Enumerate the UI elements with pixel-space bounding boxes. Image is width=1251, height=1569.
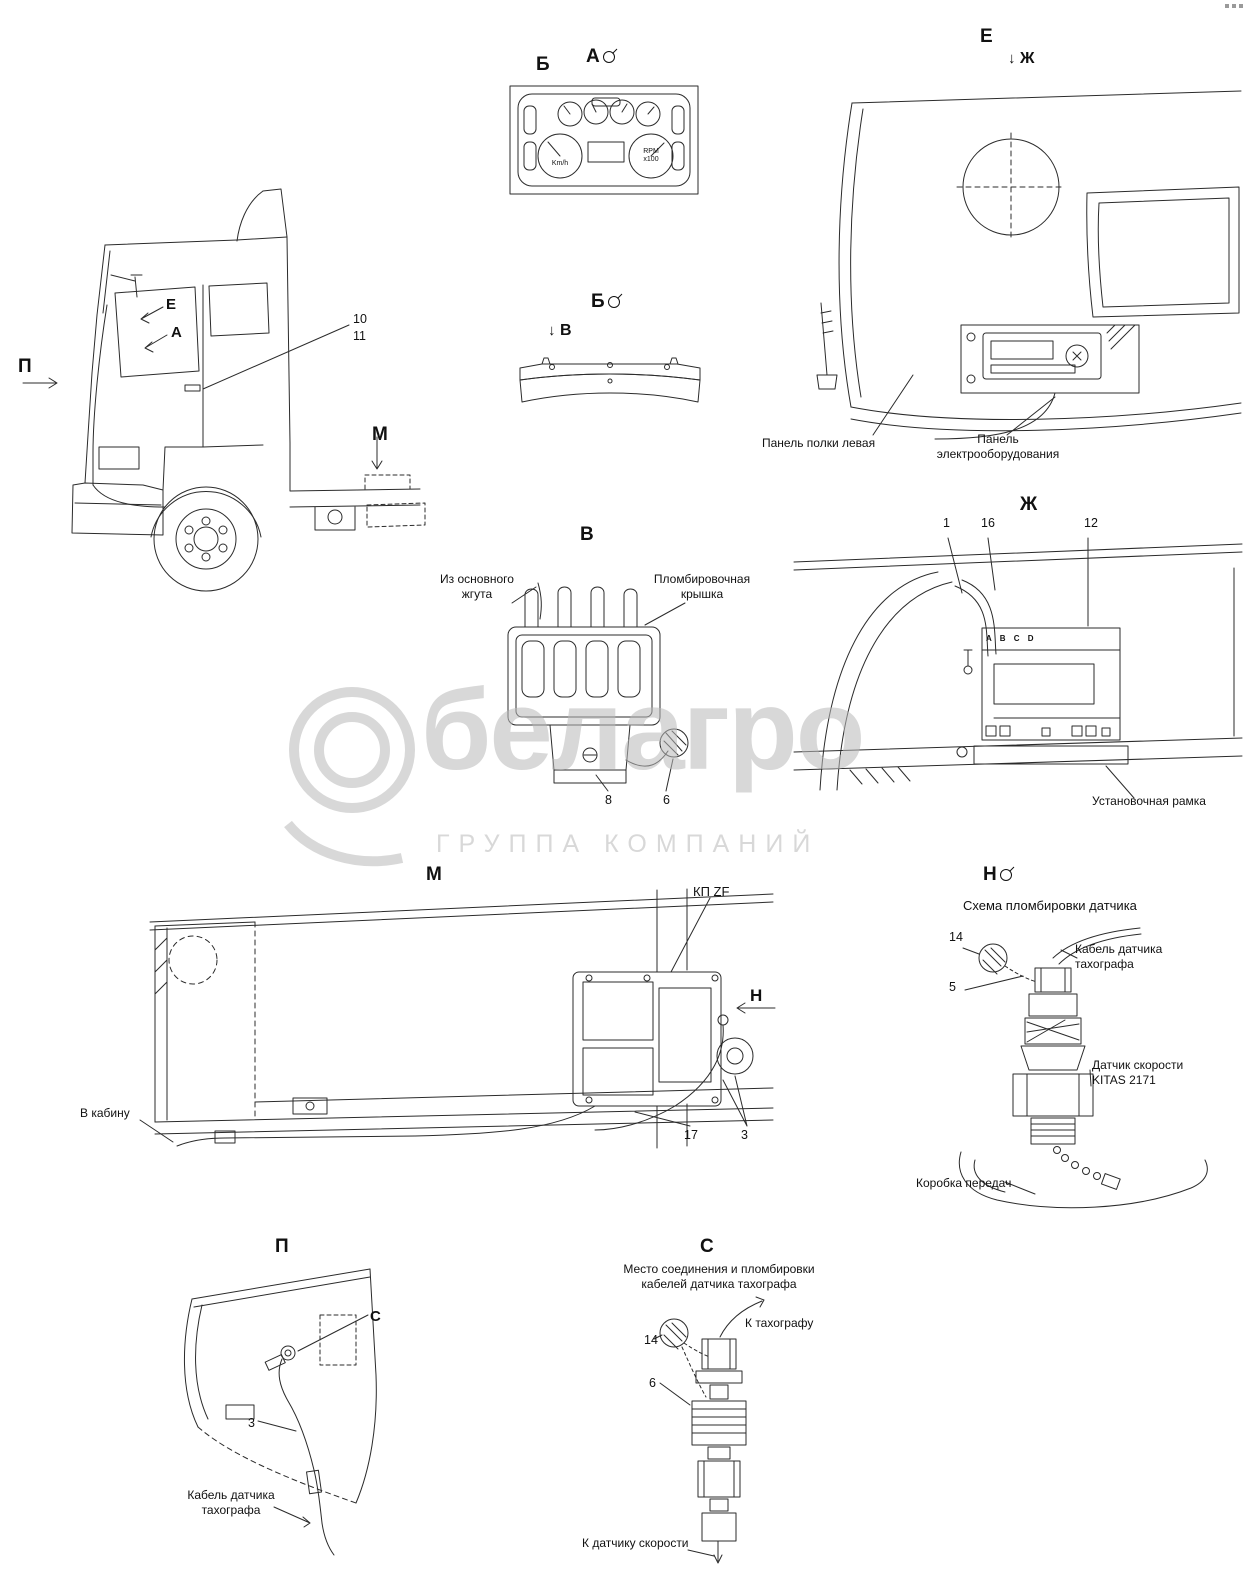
view-direction-icon: [999, 866, 1015, 888]
cable-connectors-icon: [653, 1296, 765, 1564]
cab-label-e: Е: [166, 296, 177, 313]
shelf-panel-label: Панель полки левая: [762, 436, 876, 450]
view-title-b: Б: [536, 54, 550, 75]
to-speed-sensor-label: К датчику скорости: [582, 1536, 689, 1550]
callout-16: 16: [981, 516, 995, 530]
tachometer-unit: RPM x100: [639, 148, 663, 163]
sensor-cable-label-line1: Кабель датчика: [1075, 942, 1163, 956]
view-title-zh: Ж: [1020, 494, 1038, 515]
cab-underside-icon: [184, 1268, 377, 1556]
tachometer-unit-line1: RPM: [643, 148, 659, 155]
sensor-cable-label: Кабель датчика тахографа: [1075, 942, 1175, 972]
direction-label-p: П: [18, 356, 32, 377]
connection-subtitle: Место соединения и пломбировки кабелей д…: [614, 1262, 824, 1292]
view-title-a-letter: А: [586, 46, 600, 67]
electro-panel-label-line2: электрооборудования: [936, 447, 1060, 461]
connection-subtitle-line1: Место соединения и пломбировки: [623, 1262, 815, 1276]
speed-sensor-label: Датчик скорости KITAS 2171: [1092, 1058, 1197, 1088]
speedometer-unit: Km/h: [551, 160, 569, 167]
view-title-e: Е: [980, 26, 993, 47]
harness-label: Из основного жгута: [432, 572, 522, 602]
view-title-a: А: [586, 46, 618, 70]
speed-sensor-label-line1: Датчик скорости: [1092, 1058, 1184, 1072]
callout-6b: 6: [649, 1376, 656, 1390]
callout-6: 6: [663, 793, 670, 807]
callout-10: 10: [353, 312, 367, 326]
tachograph-abcd-label: A B C D: [986, 634, 1037, 643]
speed-sensor-label-line2: KITAS 2171: [1092, 1073, 1156, 1087]
instrument-cluster-icon: [509, 85, 699, 195]
sensor-sealing-subtitle: Схема пломбировки датчика: [963, 898, 1137, 913]
down-arrow-icon: ↓: [548, 322, 556, 339]
down-arrow-icon: ↓: [1008, 50, 1016, 67]
to-tachograph-label: К тахографу: [745, 1316, 814, 1330]
cab-label-a: А: [171, 324, 182, 341]
tacho-cable-label-line1: Кабель датчика: [187, 1488, 275, 1502]
chassis-gearbox-icon: [139, 888, 776, 1149]
callout-14b: 14: [644, 1333, 658, 1347]
sealing-cover-label-line2: крышка: [680, 587, 724, 601]
sealing-cover-label: Пломбировочная крышка: [646, 572, 758, 602]
tacho-cable-label: Кабель датчика тахографа: [183, 1488, 279, 1518]
cab-interior-corner-icon: [816, 90, 1242, 440]
electro-panel-label: Панель электрооборудования: [928, 432, 1068, 462]
gearbox-zf-label: КП ZF: [693, 884, 730, 899]
truck-cab-side-icon: [22, 188, 426, 592]
direction-label-n: Н: [750, 986, 763, 1005]
view-direction-icon: [607, 293, 623, 315]
gearbox-label: Коробка передач: [916, 1176, 1012, 1190]
callout-11: 11: [353, 329, 366, 343]
callout-5: 5: [949, 980, 956, 994]
callout-12: 12: [1084, 516, 1098, 530]
view-title-n: Н: [983, 864, 1015, 888]
connection-subtitle-line2: кабелей датчика тахографа: [641, 1277, 797, 1291]
direction-label-v: ↓ В: [548, 322, 572, 340]
view-title-panel-b-letter: Б: [591, 291, 605, 312]
callout-3: 3: [741, 1128, 748, 1142]
connector-block-icon: [507, 582, 689, 792]
tacho-cable-label-line2: тахографа: [201, 1503, 261, 1517]
view-title-m: М: [426, 864, 442, 885]
belagro-logo-icon: [284, 687, 415, 867]
harness-label-line1: Из основного: [440, 572, 514, 586]
page-corner-marks: [1225, 4, 1243, 8]
sensor-cable-label-line2: тахографа: [1075, 957, 1134, 971]
electro-panel-label-line1: Панель: [977, 432, 1019, 446]
mounting-frame-label: Установочная рамка: [1092, 794, 1206, 808]
direction-label-m: М: [372, 424, 388, 445]
callout-1: 1: [943, 516, 950, 530]
view-title-v: В: [580, 524, 594, 545]
direction-label-zh: ↓ Ж: [1008, 50, 1034, 68]
tachograph-install-icon: [793, 537, 1243, 799]
sealing-cover-label-line1: Пломбировочная: [653, 572, 751, 586]
panel-strip-icon: [519, 357, 701, 403]
watermark-subtitle: ГРУППА КОМПАНИЙ: [436, 830, 820, 858]
view-direction-icon: [602, 48, 618, 70]
view-title-c: С: [700, 1236, 714, 1257]
view-title-n-letter: Н: [983, 864, 997, 885]
speed-sensor-icon: [958, 927, 1208, 1209]
callout-3b: 3: [248, 1416, 255, 1430]
callout-c: С: [370, 1308, 381, 1325]
direction-label-zh-letter: Ж: [1019, 50, 1035, 67]
tachometer-unit-line2: x100: [643, 155, 659, 163]
callout-14: 14: [949, 930, 963, 944]
view-title-panel-b: Б: [591, 291, 623, 315]
harness-label-line2: жгута: [461, 587, 493, 601]
direction-label-v-letter: В: [559, 322, 572, 339]
callout-8: 8: [605, 793, 612, 807]
to-cab-label: В кабину: [80, 1106, 130, 1120]
callout-17: 17: [684, 1128, 698, 1142]
view-title-p: П: [275, 1236, 289, 1257]
